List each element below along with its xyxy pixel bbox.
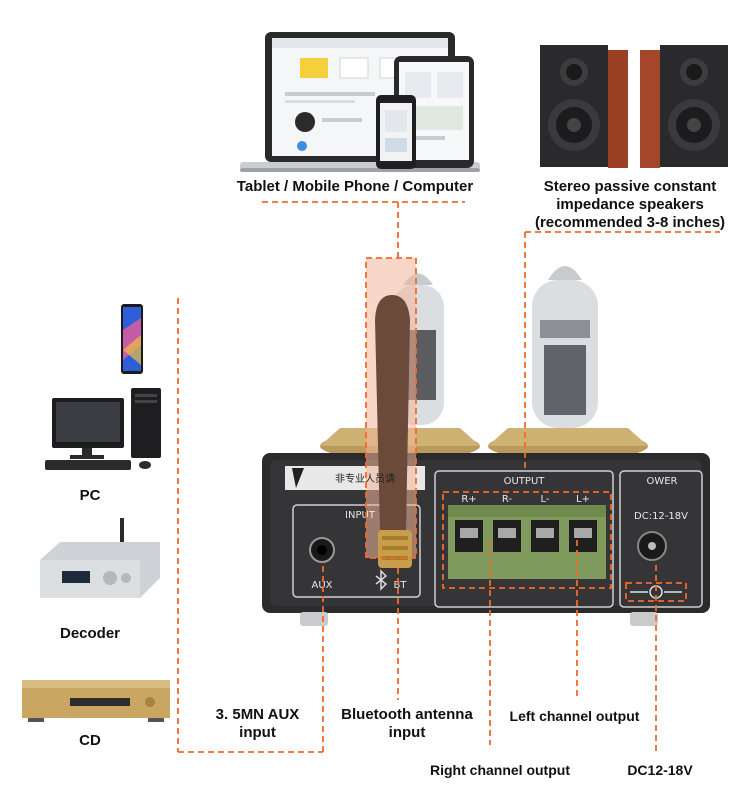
power-section-title: OWER (646, 476, 677, 487)
cd-label: CD (79, 732, 101, 749)
bt-antenna-label-line2: input (388, 724, 426, 741)
brand-plate-text: 非专业人员请 (335, 472, 395, 485)
devices-label: Tablet / Mobile Phone / Computer (236, 178, 474, 195)
cd-player-image (22, 680, 170, 722)
output-section-title: OUTPUT (504, 476, 546, 487)
terminal-label: R- (502, 494, 513, 505)
speakers-label: Stereo passive constant impedance speake… (510, 178, 750, 232)
speakers-label-line2: impedance speakers (556, 196, 704, 213)
pc-label: PC (79, 487, 101, 504)
guide-lines (177, 201, 720, 755)
bt-antenna-label-line1: Bluetooth antenna (341, 706, 473, 723)
decoder-label: Decoder (59, 625, 121, 642)
terminal-labels: R+ R- L- L+ (461, 494, 590, 505)
speakers-label-line1: Stereo passive constant (543, 178, 717, 195)
aux-input-label-line2: input (239, 724, 276, 741)
decoder-image (40, 518, 160, 598)
amplifier-image (262, 258, 710, 626)
phone-image (376, 95, 416, 169)
left-channel-label: Left channel output (509, 708, 640, 724)
terminal-label: R+ (461, 494, 476, 505)
smartphone-image (121, 304, 143, 374)
terminal-label: L- (540, 494, 549, 505)
aux-input-label-line1: 3. 5MN AUX (215, 706, 300, 723)
aux-port-label: AUX (311, 580, 332, 591)
pc-image (45, 388, 161, 470)
input-section-title: INPUT (345, 510, 376, 521)
speakers-label-line3: (recommended 3-8 inches) (534, 214, 726, 231)
bt-antenna-label: Bluetooth antenna input (322, 706, 492, 742)
bt-port-label: BT (394, 580, 408, 591)
terminal-label: L+ (576, 494, 590, 505)
dc-spec-label: DC:12-18V (634, 511, 688, 522)
speakers-image (540, 45, 728, 168)
aux-input-label: 3. 5MN AUX input (195, 706, 320, 742)
dc-voltage-label: DC12-18V (627, 762, 693, 778)
right-channel-label: Right channel output (430, 762, 570, 778)
